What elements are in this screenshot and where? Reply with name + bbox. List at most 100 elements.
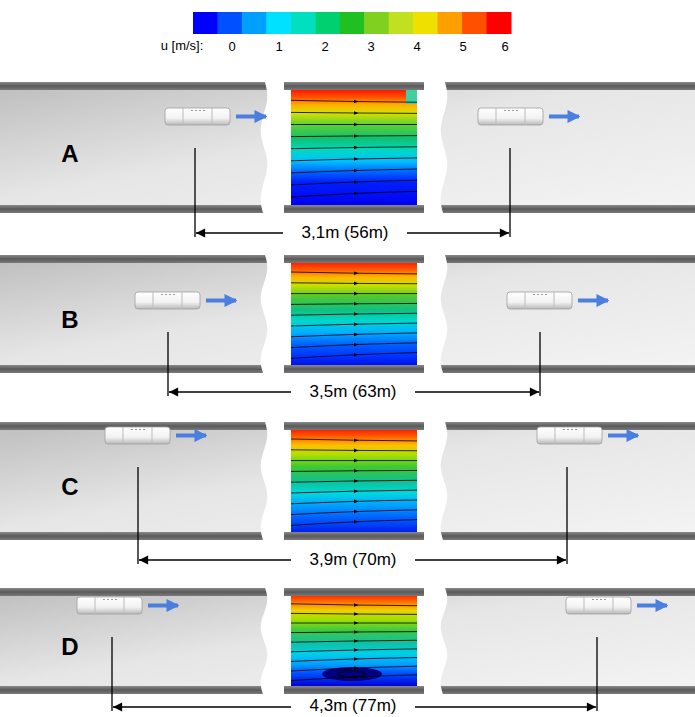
- streamline: [291, 135, 417, 137]
- stream-arrow: [350, 450, 356, 451]
- channel-ground: [0, 422, 695, 540]
- dimension-arrow: [196, 232, 283, 233]
- colour-step: [413, 12, 438, 34]
- colour-step: [291, 12, 316, 34]
- dimension-label: 4,3m (77m): [310, 696, 397, 715]
- tick-label: 6: [501, 40, 508, 54]
- streamline: [291, 449, 417, 451]
- stream-arrow: [350, 113, 356, 114]
- motion-arrow: [176, 434, 206, 438]
- plot-ground: [284, 255, 424, 373]
- velocity-contour: [291, 596, 417, 686]
- colour-step: [487, 12, 512, 34]
- dimension-line: [111, 637, 112, 711]
- streamline: [291, 323, 417, 326]
- motion-arrow: [608, 434, 638, 438]
- plot-ground: [284, 82, 424, 213]
- colour-step: [217, 12, 242, 34]
- stream-arrow: [350, 501, 356, 502]
- tick-label: 3: [367, 40, 374, 54]
- tick-label: 0: [228, 40, 235, 54]
- stream-arrow: [350, 605, 356, 606]
- streamline: [291, 640, 417, 642]
- channel-wall: [284, 686, 424, 694]
- colour-step: [389, 12, 414, 34]
- dimension-line: [167, 332, 168, 396]
- stream-arrow: [350, 101, 356, 102]
- channel-wall: [0, 255, 695, 263]
- streamline: [291, 470, 417, 472]
- dimension-arrow: [415, 706, 596, 707]
- dimension-arrow: [169, 391, 291, 392]
- stream-arrow: [350, 147, 356, 148]
- streamline: [291, 623, 417, 624]
- colour-bar: [193, 12, 512, 34]
- stream-arrow: [350, 283, 356, 284]
- streamline: [291, 343, 417, 348]
- stream-arrow: [350, 124, 356, 125]
- cylinder: [537, 427, 602, 444]
- stream-arrow: [350, 470, 356, 471]
- stream-arrow: [350, 314, 356, 315]
- stream-arrow: [350, 354, 356, 355]
- stream-arrow: [350, 136, 356, 137]
- panel-letter: B: [61, 307, 78, 333]
- streamline: [291, 191, 417, 197]
- channel-wall: [284, 532, 424, 540]
- cylinder: [77, 597, 142, 614]
- colour-step: [364, 12, 389, 34]
- motion-arrow: [148, 604, 178, 608]
- stream-arrow: [350, 641, 356, 642]
- panel-letter: A: [61, 140, 78, 166]
- stream-arrow: [350, 511, 356, 512]
- axis-label: u [m/s]:: [161, 39, 204, 53]
- cylinder: [135, 292, 200, 309]
- streamline: [291, 666, 417, 671]
- velocity-contour: [291, 263, 417, 365]
- streamline: [291, 649, 417, 652]
- cylinder: [507, 292, 572, 309]
- dimension-arrow: [415, 559, 566, 560]
- streamline: [291, 112, 417, 114]
- colour-step: [266, 12, 291, 34]
- streamline: [291, 658, 417, 662]
- channel-wall: [0, 588, 695, 596]
- dimension-arrow: [407, 232, 509, 233]
- cylinder: [105, 427, 170, 444]
- channel-wall: [284, 255, 424, 263]
- motion-arrow: [549, 115, 579, 119]
- streamline: [291, 272, 417, 274]
- streamline: [291, 353, 417, 359]
- tick-label: 2: [321, 40, 328, 54]
- channel-wall: [284, 205, 424, 213]
- panel-letter: C: [61, 474, 78, 500]
- velocity-contour: [291, 90, 417, 205]
- streamline: [291, 613, 417, 615]
- dimension-line: [596, 637, 597, 711]
- dimension-arrow: [139, 559, 291, 560]
- streamline: [291, 303, 417, 305]
- dimension-label: 3,9m (70m): [310, 551, 397, 570]
- colour-step: [242, 12, 267, 34]
- channel-wall: [284, 588, 424, 596]
- streamline: [291, 147, 417, 149]
- motion-arrow: [236, 115, 266, 119]
- vortex: [338, 671, 366, 677]
- stream-arrow: [350, 632, 356, 633]
- streamline: [291, 180, 417, 185]
- stream-arrow: [350, 193, 356, 194]
- plot-ground: [284, 588, 424, 694]
- motion-arrow: [637, 604, 667, 608]
- channel-wall: [0, 82, 695, 90]
- stream-arrow: [350, 460, 356, 461]
- colour-step: [315, 12, 340, 34]
- stream-arrow: [350, 481, 356, 482]
- stream-arrow: [350, 324, 356, 325]
- stream-arrow: [350, 182, 356, 183]
- stream-arrow: [350, 159, 356, 160]
- streamline: [291, 100, 417, 102]
- streamline: [291, 631, 417, 633]
- streamline: [291, 333, 417, 337]
- stream-arrow: [350, 491, 356, 492]
- channel-ground: [0, 255, 695, 373]
